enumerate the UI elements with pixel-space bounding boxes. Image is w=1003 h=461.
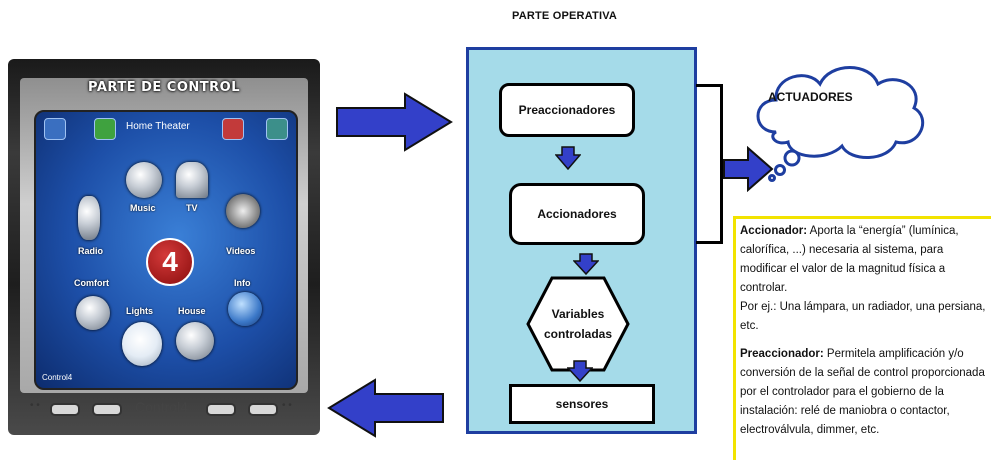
hard-button-3 [206, 403, 236, 416]
door-lock-icon [176, 322, 214, 360]
info-label: Info [234, 278, 251, 288]
microphone-icon [78, 196, 100, 240]
accionador-term: Accionador: [740, 225, 808, 237]
info-icon [228, 292, 262, 326]
device-title: PARTE DE CONTROL [88, 80, 240, 95]
definitions-box: Accionador: Aporta la “energía” (lumínic… [733, 216, 991, 460]
screen-brand: Control4 [42, 373, 73, 382]
spacer [740, 336, 991, 345]
operative-part-box: Preaccionadores Accionadores Variables c… [466, 47, 697, 434]
power-icon [222, 118, 244, 140]
comfort-label: Comfort [74, 278, 109, 288]
arrow-left-feedback [327, 378, 444, 438]
actuators-bracket [696, 84, 723, 244]
music-speaker-icon [126, 162, 162, 198]
arrow-right-control [336, 92, 453, 152]
tv-label: TV [186, 203, 198, 213]
actuators-cloud [756, 66, 925, 182]
preaccionador-definition: Preaccionador: Permitela amplificación y… [740, 345, 991, 440]
accionador-text: Aporta la “energía” (lumínica, calorífic… [740, 225, 959, 294]
examples-text: Por ej.: Una lámpara, un radiador, una p… [740, 301, 986, 332]
dots-left: • • [30, 400, 40, 411]
lights-label: Lights [126, 306, 153, 316]
light-bulb-icon [122, 322, 162, 366]
hard-button-1 [50, 403, 80, 416]
arrow-down-1 [555, 146, 581, 170]
diagram-title: PARTE OPERATIVA [512, 10, 618, 22]
search-icon [44, 118, 66, 140]
dots-right: • • [282, 400, 292, 411]
actuators-label: ACTUADORES [768, 90, 853, 104]
film-reel-icon [226, 194, 260, 228]
node-preaccionadores: Preaccionadores [499, 83, 635, 137]
hard-button-4 [248, 403, 278, 416]
thermostat-icon [76, 296, 110, 330]
back-arrow-icon [94, 118, 116, 140]
node-accionadores: Accionadores [509, 183, 645, 245]
control4-logo: 4 [146, 238, 194, 286]
device-button-bar: • • Control4 • • [30, 398, 298, 418]
arrow-down-2 [573, 253, 599, 275]
radio-label: Radio [78, 246, 104, 256]
home-icon [266, 118, 288, 140]
screen-title: Home Theater [126, 121, 190, 132]
hard-button-2 [92, 403, 122, 416]
accionador-definition: Accionador: Aporta la “energía” (lumínic… [740, 222, 991, 298]
node-variables-shape [526, 276, 630, 372]
node-sensores: sensores [509, 384, 655, 424]
music-label: Music [130, 203, 156, 213]
arrow-to-actuators [723, 146, 774, 192]
house-label: House [178, 306, 206, 316]
tv-lamp-icon [176, 162, 208, 198]
arrow-down-3 [567, 360, 593, 382]
device-brand: Control4 [135, 399, 188, 415]
videos-label: Videos [226, 246, 256, 256]
touch-screen: Home Theater Music TV Radio Videos 4 Com… [34, 110, 298, 390]
node-variables: Variables controladas [543, 307, 612, 341]
preaccionador-text: Permitela amplificación y/o conversión d… [740, 348, 985, 436]
preaccionador-term: Preaccionador: [740, 348, 824, 360]
screen-topbar: Home Theater [36, 118, 296, 142]
